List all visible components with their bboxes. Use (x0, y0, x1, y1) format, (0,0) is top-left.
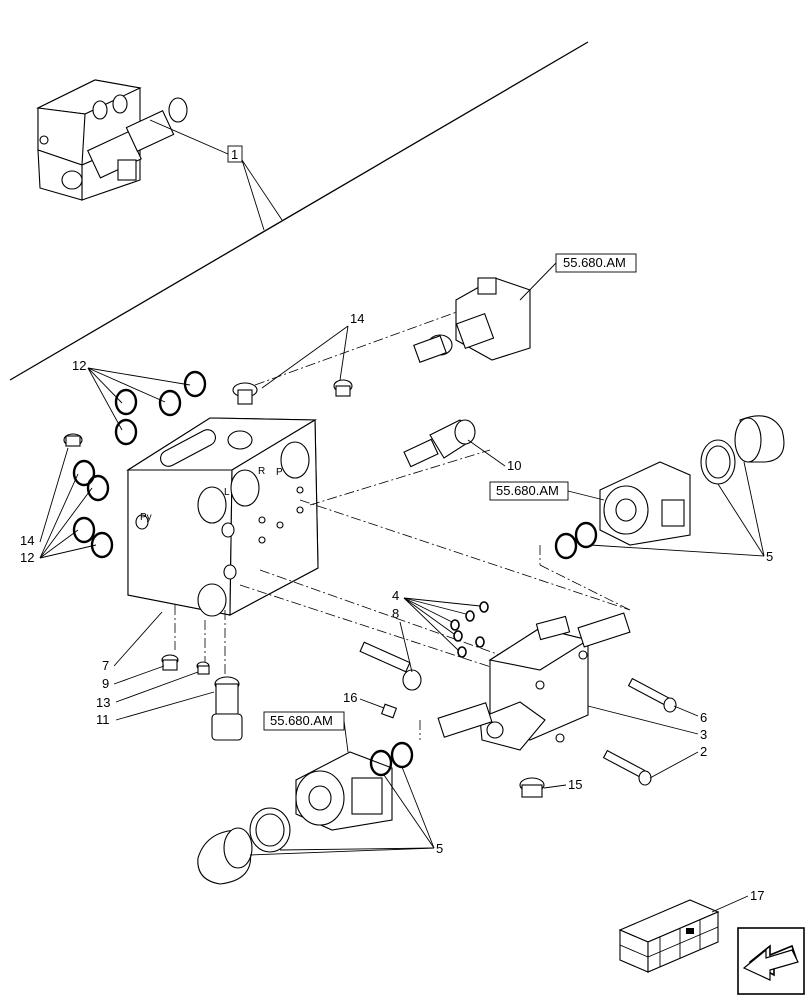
callout-16: 16 (343, 690, 357, 705)
port-mark-r: R (258, 466, 265, 477)
cap-right (734, 415, 785, 463)
bolt-8 (359, 641, 422, 691)
plug-14-top (232, 382, 258, 405)
screw-2 (602, 749, 652, 786)
plug-9 (161, 654, 179, 671)
plug-13 (196, 661, 210, 675)
callout-14-left: 14 (20, 533, 34, 548)
callout-5-bottom: 5 (436, 841, 443, 856)
callout-15: 15 (568, 777, 582, 792)
arrow-left-icon[interactable] (737, 927, 805, 995)
port-mark-l: L (224, 487, 230, 498)
callout-4: 4 (392, 588, 399, 603)
screw-6 (627, 677, 677, 713)
callout-8: 8 (392, 606, 399, 621)
screw-16 (380, 703, 398, 719)
callout-12-left: 12 (20, 550, 34, 565)
ref-55-680-am-top: 55.680.AM (563, 255, 626, 270)
callout-7: 7 (102, 658, 109, 673)
callout-10: 10 (507, 458, 521, 473)
assembled-valve-thumbnail (36, 79, 188, 201)
coil-right (599, 461, 691, 546)
cap-bottom (197, 827, 253, 885)
plug-14-left (63, 433, 83, 447)
plug-14-right (333, 379, 353, 397)
callout-6: 6 (700, 710, 707, 725)
crate-icon (618, 899, 720, 973)
solenoid-cartridge-top (413, 277, 531, 363)
callout-3: 3 (700, 727, 707, 742)
callout-17: 17 (750, 888, 764, 903)
port-mark-py: Py (140, 512, 152, 523)
ref-55-680-am-mid: 55.680.AM (496, 483, 559, 498)
callout-11: 11 (96, 712, 110, 727)
nut-bottom (249, 807, 291, 853)
callout-5-right: 5 (766, 549, 773, 564)
callout-12-top: 12 (72, 358, 86, 373)
check-valve-11 (211, 676, 243, 741)
valve-block: P L R Py (126, 417, 319, 617)
plug-15 (519, 777, 545, 798)
callout-14-top: 14 (350, 311, 364, 326)
callout-2: 2 (700, 744, 707, 759)
ref-55-680-am-bottom: 55.680.AM (270, 713, 333, 728)
port-mark-p: P (276, 467, 283, 478)
callout-1: 1 (231, 147, 238, 162)
o-rings-4 (450, 601, 489, 658)
callout-13: 13 (96, 695, 110, 710)
callout-9: 9 (102, 676, 109, 691)
coil-bottom (295, 751, 393, 831)
nut-right (700, 439, 736, 485)
pressure-switch-10 (403, 419, 476, 468)
spool-valve-3 (437, 612, 631, 751)
separator-line (9, 41, 589, 381)
